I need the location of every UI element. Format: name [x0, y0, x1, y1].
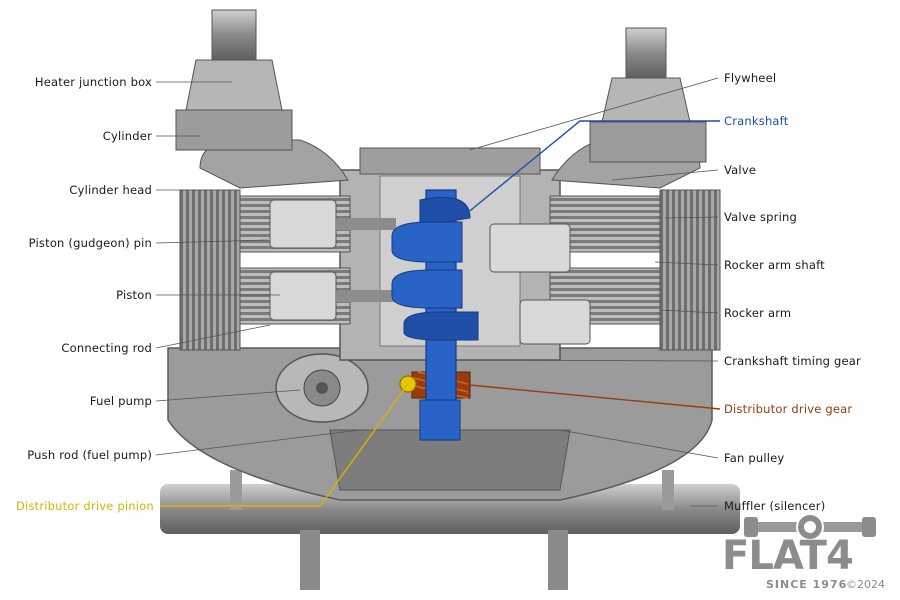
left-cylinder-bank	[179, 139, 396, 351]
label-crankshaft-timing-gear: Crankshaft timing gear	[724, 354, 861, 368]
leader-lines	[155, 77, 719, 507]
left-piston-lower	[269, 271, 337, 321]
label-fan-pulley: Fan pulley	[724, 451, 785, 465]
distributor-drive-gear-leader	[469, 384, 721, 410]
label-rocker-arm-shaft: Rocker arm shaft	[724, 258, 825, 272]
label-fuel-pump: Fuel pump	[89, 394, 152, 408]
label-flywheel: Flywheel	[724, 71, 777, 85]
label-distributor-drive-gear: Distributor drive gear	[724, 402, 853, 416]
flat4-emblem-icon	[744, 513, 876, 541]
label-cylinder-head: Cylinder head	[69, 183, 152, 197]
left-piston-upper	[269, 199, 337, 249]
label-crankshaft: Crankshaft	[724, 114, 789, 128]
crankshaft-leader	[465, 120, 720, 215]
label-valve: Valve	[724, 163, 757, 177]
right-piston-upper	[489, 223, 571, 273]
label-valve-spring: Valve spring	[724, 210, 797, 224]
logo-since: SINCE 1976	[766, 578, 848, 591]
label-cylinder: Cylinder	[102, 129, 152, 143]
label-distributor-drive-pinion: Distributor drive pinion	[16, 499, 154, 513]
label-muffler-silencer: Muffler (silencer)	[724, 499, 826, 513]
label-push-rod-fuel-pump: Push rod (fuel pump)	[27, 448, 152, 462]
label-piston-gudgeon-pin: Piston (gudgeon) pin	[28, 236, 152, 250]
flat4-logo: FLAT4 SINCE 1976 ©2024	[722, 512, 898, 598]
right-piston-lower	[519, 299, 591, 345]
crankshaft-part	[391, 189, 479, 441]
distributor-drive-pinion-leader	[160, 383, 409, 507]
logo-wordmark: FLAT4	[722, 533, 854, 579]
label-connecting-rod: Connecting rod	[61, 341, 152, 355]
label-rocker-arm: Rocker arm	[724, 306, 792, 320]
muffler	[160, 470, 740, 590]
label-piston: Piston	[116, 288, 152, 302]
heater-junction-boxes	[175, 9, 707, 163]
label-heater-junction-box: Heater junction box	[34, 75, 152, 89]
logo-copyright: ©2024	[846, 578, 885, 591]
